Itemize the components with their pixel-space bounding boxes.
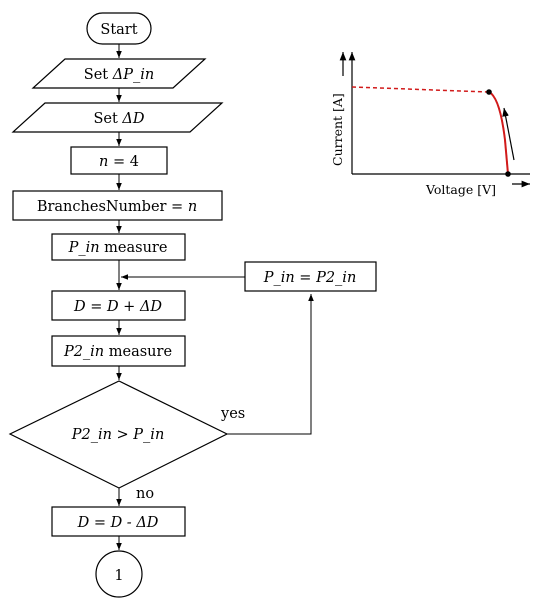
d-increment-label: D = D + ΔD: [73, 299, 162, 315]
edge-decision-to-update-yes: [227, 294, 314, 435]
mpp-marker: [486, 89, 492, 95]
x-axis-label: Voltage [V]: [425, 182, 496, 197]
node-connector: 1: [95, 550, 143, 598]
node-pin-measure: P_in measure: [51, 233, 186, 261]
pin-measure-label: P_in measure: [68, 240, 168, 256]
node-d-decrement: D = D - ΔD: [51, 506, 186, 537]
node-p2in-measure: P2_in measure: [51, 335, 186, 367]
iv-curve-dashed: [351, 86, 509, 175]
set-delta-p-label: Set ΔP_in: [84, 67, 154, 83]
decision-label: P2_in > P_in: [71, 427, 165, 443]
node-update-pin: P_in = P2_in: [244, 261, 377, 292]
no-label: no: [136, 486, 154, 502]
y-axis-label: Current [A]: [330, 93, 345, 166]
tracking-direction-arrow: [502, 107, 515, 161]
start-label: Start: [100, 22, 137, 38]
branches-number-label: BranchesNumber = n: [37, 199, 197, 215]
yes-label: yes: [220, 406, 245, 422]
node-branches-number: BranchesNumber = n: [12, 190, 223, 221]
flow-edges: [116, 44, 314, 550]
iv-curve-tracked: [488, 91, 509, 175]
iv-plot: Current [A] Voltage [V]: [330, 52, 530, 197]
node-n-init: n = 4: [70, 146, 168, 175]
update-pin-label: P_in = P2_in: [263, 270, 357, 286]
d-decrement-label: D = D - ΔD: [77, 515, 159, 531]
node-start: Start: [86, 12, 152, 45]
node-set-delta-d: Set ΔD: [11, 102, 224, 133]
n-init-label: n = 4: [99, 154, 139, 170]
connector-label: 1: [114, 568, 123, 584]
set-delta-d-label: Set ΔD: [93, 111, 144, 127]
p2in-measure-label: P2_in measure: [63, 344, 172, 360]
node-d-increment: D = D + ΔD: [51, 290, 186, 321]
voc-marker: [505, 171, 511, 177]
node-set-delta-p: Set ΔP_in: [31, 58, 207, 89]
node-decision: P2_in > P_in: [8, 380, 229, 489]
